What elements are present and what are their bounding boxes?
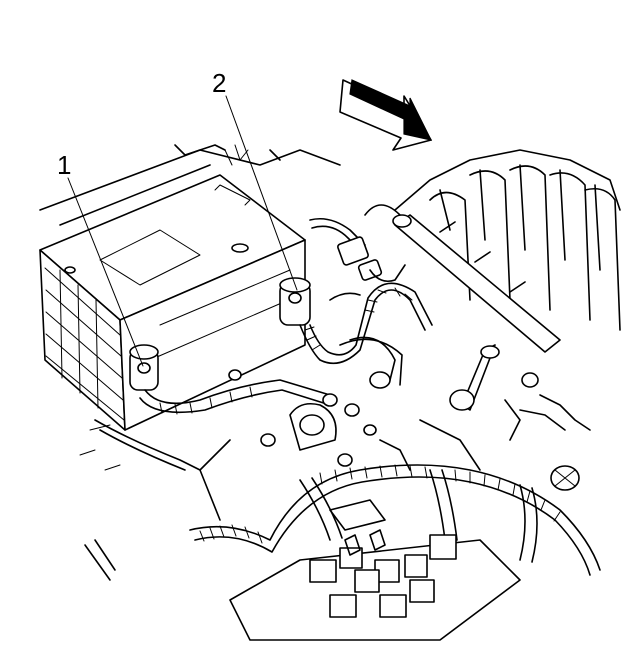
callout-1: 1 (57, 150, 71, 180)
forward-arrow-icon (339, 79, 433, 151)
relay-block (229, 499, 521, 641)
battery (39, 174, 311, 431)
wiring-harness (94, 217, 601, 576)
structure-lines (84, 144, 481, 581)
leader-lines (67, 95, 298, 367)
callout-2: 2 (212, 68, 226, 98)
fuel-rail (392, 214, 561, 353)
bolts-brackets (228, 344, 591, 491)
engine-manifold (364, 149, 621, 331)
